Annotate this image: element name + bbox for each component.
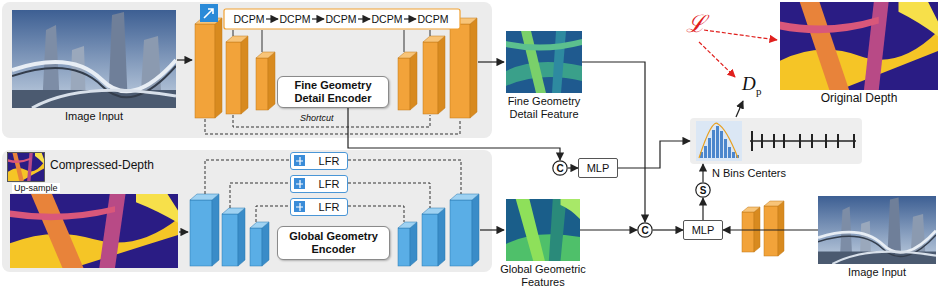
connector [404,18,416,19]
feature-map: Fine Geometry Detail Feature [506,31,582,93]
panel [2,150,492,272]
encoder-box: Global Geometry Encoder [277,226,390,260]
caption: Global Geometric Features [498,263,588,289]
depth-image [10,194,178,268]
connector [702,164,703,182]
node-text: DCPM [326,13,357,25]
bins-panel: N Bins Centers [690,118,862,164]
node-text: LFR [319,201,340,213]
node-text: C [641,225,648,236]
loss-symbol: ℒ [686,12,706,36]
skip-wire [233,30,430,52]
lfr-module: LFR [290,175,348,193]
connector [702,198,703,220]
node-text: DCPM [418,13,449,25]
lfr-module: LFR [290,198,348,216]
dcpm-module: DCPM [324,10,358,28]
node-text: LFR [319,178,340,190]
dcpm-chain [224,9,460,29]
node-text: MLP [692,224,715,236]
node-text: C [556,163,563,174]
image-label: Up-sample [12,183,60,193]
connector [358,18,370,19]
photo [12,10,176,108]
node-text: DCPM [280,13,311,25]
dcpm-module: DCPM [278,10,312,28]
image-input: Image Input [818,196,936,264]
connector [312,18,324,19]
photo [818,196,936,264]
panel [2,2,492,138]
connector [568,167,578,168]
dcpm-module: DCPM [370,10,404,28]
concat-op: C [552,160,568,177]
feature-image [506,199,580,261]
connector [582,62,645,222]
subscript: p [756,86,762,97]
caption: Image Input [65,110,123,123]
depth-image [8,153,44,181]
shortcut-wire [205,115,461,222]
lfr-frame [290,152,348,215]
image-input: Image Input [12,10,176,108]
loss-wire [699,30,777,77]
caption: Original Depth [821,92,898,105]
node-text: S [700,185,707,196]
dcpm-module: DCPM [416,10,450,28]
connector [723,229,818,230]
node-text: DCPM [234,13,265,25]
feature-image [506,31,582,93]
depth-image [780,2,938,90]
encoder-blocks [190,194,479,266]
image-label: Compressed-Depth [50,158,154,172]
connector [580,229,637,230]
lfr-module: LFR [290,152,348,170]
node-text: Global Geometry Encoder [283,230,384,255]
node-text: LFR [319,155,340,167]
caption: Fine Geometry Detail Feature [499,95,589,121]
node-text: Fine Geometry Detail Encoder [283,79,383,104]
depth-symbol: D [742,74,756,93]
caption: Image Input [848,266,906,279]
softmax-op: S [695,182,711,199]
module-icon [200,4,218,22]
mlp-box: MLP [578,158,618,178]
feature-map: Global Geometric Features [506,199,580,261]
connector [618,141,690,168]
data-wire [177,60,743,232]
bins-figure [690,118,862,164]
caption: N Bins Centers [712,167,786,180]
node-text: DCPM [372,13,403,25]
concat-op: C [637,222,653,239]
node-text: MLP [587,162,610,174]
depth-map: Original Depth [780,2,938,90]
connector [653,229,683,230]
connector [266,18,278,19]
shortcut-label: Shortcut [300,113,334,123]
mlp-box: MLP [683,220,723,240]
dcpm-module: DCPM [232,10,266,28]
encoder-box: Fine Geometry Detail Encoder [277,76,389,108]
